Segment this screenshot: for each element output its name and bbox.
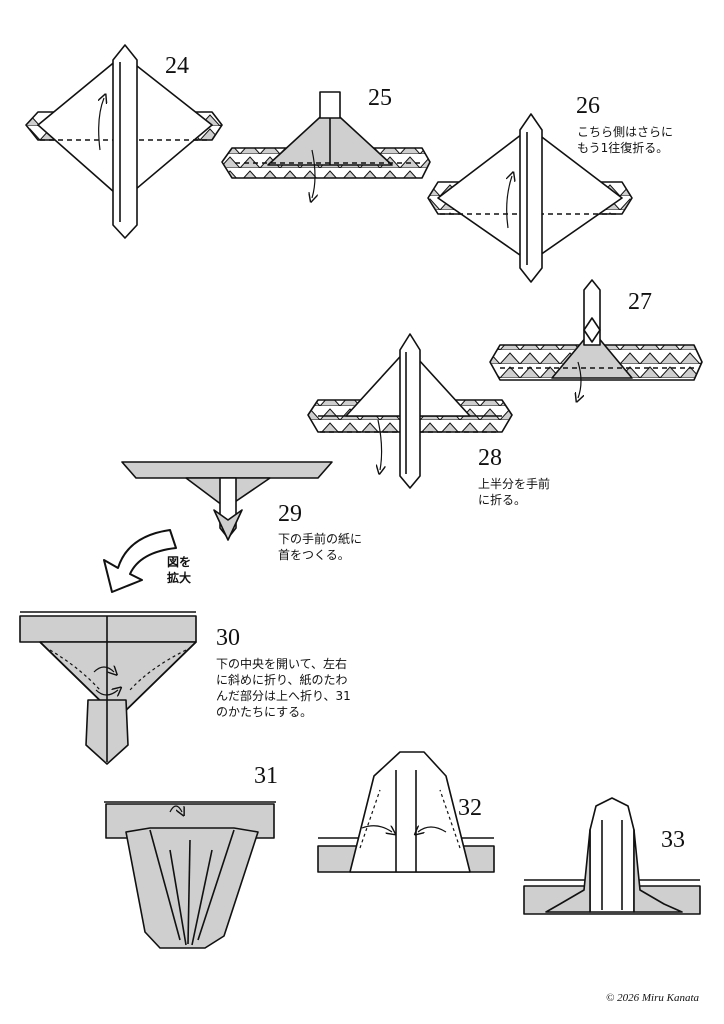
step-27-figure [489, 279, 703, 398]
step-33-figure [523, 797, 701, 915]
step-27-number: 27 [628, 289, 652, 315]
step-30-figure [19, 611, 197, 765]
step-29-caption: 下の手前の紙に 首をつくる。 [278, 532, 363, 562]
step-28-caption: 上半分を手前 に折る。 [478, 477, 551, 507]
step-26-figure [427, 113, 633, 283]
step-30-caption: 下の中央を開いて、左右 に斜めに折り、紙のたわ んだ部分は上へ折り、31 のかた… [216, 657, 351, 719]
enlarge-label: 図を 拡大 [167, 555, 192, 585]
enlarge-arrow-icon [103, 529, 177, 593]
step-25-figure [221, 91, 431, 198]
step-24-number: 24 [165, 53, 189, 79]
step-31-number: 31 [254, 763, 278, 789]
step-29-number: 29 [278, 501, 302, 527]
step-32-figure [317, 751, 495, 873]
step-32-number: 32 [458, 795, 482, 821]
step-26-number: 26 [576, 93, 600, 119]
step-29-figure [121, 461, 333, 541]
step-25-number: 25 [368, 85, 392, 111]
step-24-figure [25, 44, 223, 239]
step-28-figure [307, 333, 513, 489]
step-31-figure [104, 801, 276, 949]
step-30-number: 30 [216, 625, 240, 651]
step-26-caption: こちら側はさらに もう1往復折る。 [577, 125, 674, 155]
step-28-number: 28 [478, 445, 502, 471]
copyright: © 2026 Miru Kanata [606, 992, 700, 1004]
step-33-number: 33 [661, 827, 685, 853]
